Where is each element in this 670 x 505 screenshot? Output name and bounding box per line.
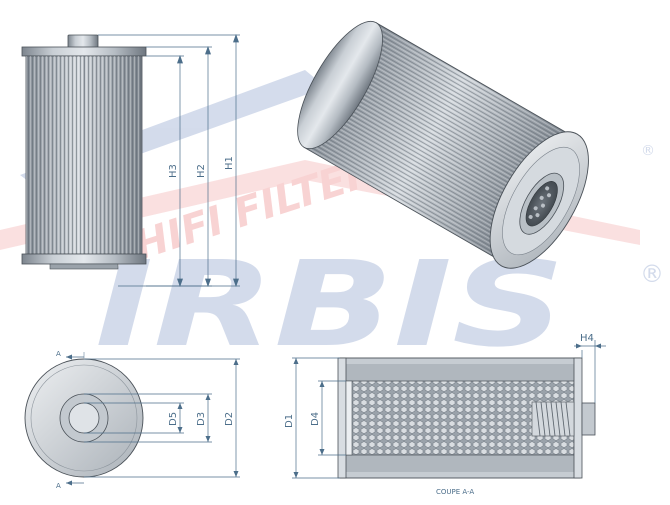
end-view-bore [68,402,100,434]
isometric-3d-view [297,20,589,269]
dimension-label-h3: H3 [168,164,179,178]
dimension-label-d4: D4 [310,412,321,426]
section-caption: COUPE A-A [436,488,474,496]
section-outlet-nipple [581,402,596,436]
section-marker-bottom: A [56,482,61,490]
dimension-label-h2: H2 [196,164,207,178]
dimension-label-d5: D5 [168,412,179,426]
dimension-label-d2: D2 [224,412,235,426]
section-left-end-plate [337,357,347,479]
top-end-cap [21,46,147,57]
section-view: D1 D4 H4 COUPE A-A [284,333,606,496]
iso-back-end [297,20,383,150]
iso-outlet-hole [525,181,558,227]
end-view: A A D5 D3 D2 [24,350,240,490]
side-elevation-view: H3 H2 H1 [21,33,240,288]
section-marker-top: A [56,350,61,358]
watermark-registered-mark-small: ® [641,143,655,159]
watermark-registered-mark: ® [640,260,664,288]
dimension-label-d1: D1 [284,414,295,428]
bottom-seal [49,263,119,270]
section-right-end-plate [573,357,583,479]
watermark-text-main: IRBIS [95,235,565,373]
dimension-label-h4: H4 [580,333,594,344]
dimension-label-h1: H1 [224,156,235,170]
dimension-label-d3: D3 [196,412,207,426]
bottom-end-cap [21,253,147,265]
